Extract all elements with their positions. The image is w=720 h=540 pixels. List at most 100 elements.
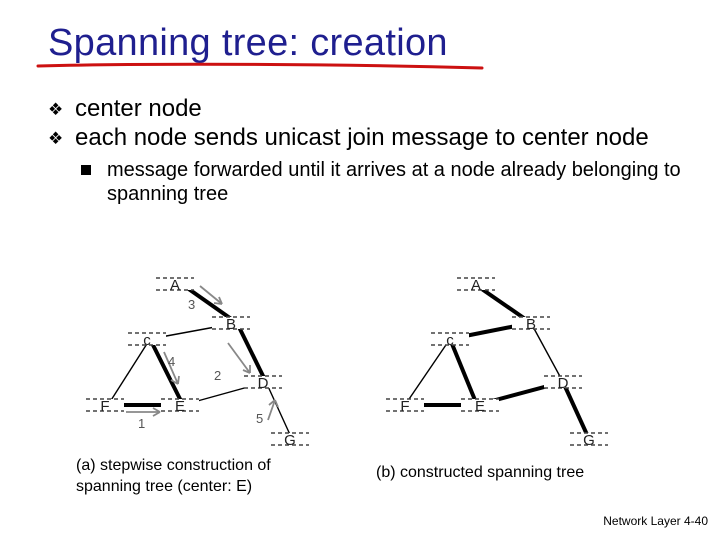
- router-body: [461, 399, 499, 411]
- router-body: [244, 376, 282, 388]
- square-bullet-icon: [81, 165, 91, 175]
- router-label: D: [258, 375, 269, 392]
- weight-label: 3: [188, 297, 195, 312]
- caption-b: (b) constructed spanning tree: [376, 462, 606, 483]
- sub-bullet-item: message forwarded until it arrives at a …: [75, 158, 688, 206]
- router-body: [212, 317, 250, 329]
- router-label: D: [558, 375, 569, 392]
- router-node-e: E: [161, 398, 199, 415]
- join-arrow-head-a-4: [268, 399, 279, 408]
- router-label: A: [471, 277, 481, 294]
- diagram-a-arrows: [126, 285, 279, 421]
- router-node-b: B: [212, 316, 250, 333]
- diagram-a-nodes: A BcD E F G: [86, 277, 309, 449]
- router-label: c: [143, 332, 151, 349]
- router-icon: [512, 316, 550, 330]
- weight-label: 5: [256, 411, 263, 426]
- join-arrow-a-1: [199, 285, 223, 305]
- router-node-d: D: [244, 375, 282, 392]
- router-label: E: [175, 398, 185, 415]
- edge-b-D-G: [561, 381, 591, 440]
- router-label: E: [475, 398, 485, 415]
- diagram-b-edges: [404, 283, 591, 440]
- router-node-g: G: [570, 432, 608, 449]
- weight-label: 4: [168, 354, 175, 369]
- router-icon: [544, 375, 582, 389]
- bullet-list: ❖ center node ❖ each node sends unicast …: [48, 94, 688, 206]
- router-icon: [86, 398, 124, 412]
- edge-b-F-c: [404, 338, 451, 406]
- join-arrow-head-a-1: [213, 296, 223, 305]
- router-node-e: E: [461, 398, 499, 415]
- join-arrow-a-2: [163, 351, 179, 385]
- router-node-d: D: [544, 375, 582, 392]
- router-icon: [457, 277, 495, 291]
- router-label: B: [226, 316, 236, 333]
- diagram-b-nodes: A BcD E F G: [386, 277, 608, 449]
- router-label: G: [284, 432, 296, 449]
- router-body: [512, 317, 550, 329]
- router-label: A: [170, 277, 180, 294]
- router-icon: [128, 332, 166, 346]
- router-node-g: G: [271, 432, 309, 449]
- router-icon: [244, 375, 282, 389]
- bullet-text: each node sends unicast join message to …: [75, 124, 649, 151]
- weight-label: 1: [138, 416, 145, 431]
- router-icon: [461, 398, 499, 412]
- join-arrow-a-3: [227, 342, 251, 374]
- router-node-f: F: [386, 398, 424, 415]
- edge-b-B-D: [530, 322, 564, 383]
- router-label: G: [583, 432, 595, 449]
- router-label: F: [400, 398, 409, 415]
- caption-b-text: (b) constructed spanning tree: [376, 464, 585, 481]
- router-body: [386, 399, 424, 411]
- edge-a-B-D: [235, 322, 268, 383]
- diamond-bullet-icon: ❖: [48, 100, 64, 119]
- router-body: [431, 333, 469, 345]
- edge-b-c-E: [448, 338, 479, 406]
- router-node-f: F: [86, 398, 124, 415]
- router-body: [86, 399, 124, 411]
- router-icon: [386, 398, 424, 412]
- caption-a: (a) stepwise construction of spanning tr…: [76, 455, 326, 497]
- caption-a-text: (a) stepwise construction of spanning tr…: [76, 457, 271, 495]
- router-node-c: c: [128, 332, 166, 349]
- router-icon: [156, 277, 194, 291]
- router-body: [570, 433, 608, 445]
- router-node-b: B: [512, 316, 550, 333]
- router-body: [271, 433, 309, 445]
- sub-bullet-text: message forwarded until it arrives at a …: [107, 159, 681, 205]
- diamond-bullet-icon: ❖: [48, 129, 64, 148]
- join-arrow-head-a-3: [242, 365, 251, 374]
- router-label: c: [446, 332, 454, 349]
- router-icon: [570, 432, 608, 446]
- title-underline: [36, 62, 484, 70]
- diagram-a-edges: [107, 283, 293, 440]
- router-body: [156, 278, 194, 290]
- footer-page: 4-40: [683, 514, 708, 528]
- diagram-a-weights: 3 4 2 1 5: [138, 297, 263, 431]
- join-arrow-a-4: [267, 399, 276, 421]
- join-arrow-head-a-5: [152, 407, 161, 417]
- edge-a-D-G: [265, 381, 293, 440]
- slide-title: Spanning tree: creation: [48, 22, 448, 64]
- bullet-item: ❖ center node: [48, 94, 688, 123]
- router-body: [457, 278, 495, 290]
- weight-label: 2: [214, 368, 221, 383]
- router-icon: [271, 432, 309, 446]
- router-label: B: [526, 316, 536, 333]
- bullet-item: ❖ each node sends unicast join message t…: [48, 123, 688, 152]
- edge-a-c-E: [148, 338, 185, 406]
- router-node-c: c: [431, 332, 469, 349]
- router-body: [161, 399, 199, 411]
- router-label: F: [100, 398, 109, 415]
- join-arrow-head-a-2: [170, 375, 180, 385]
- slide-footer: Network Layer 4-40: [603, 514, 708, 528]
- footer-label: Network Layer: [603, 514, 681, 528]
- router-node-a: A: [457, 277, 495, 294]
- router-node-a: A: [156, 277, 194, 294]
- router-icon: [212, 316, 250, 330]
- router-body: [128, 333, 166, 345]
- bullet-text: center node: [75, 95, 202, 122]
